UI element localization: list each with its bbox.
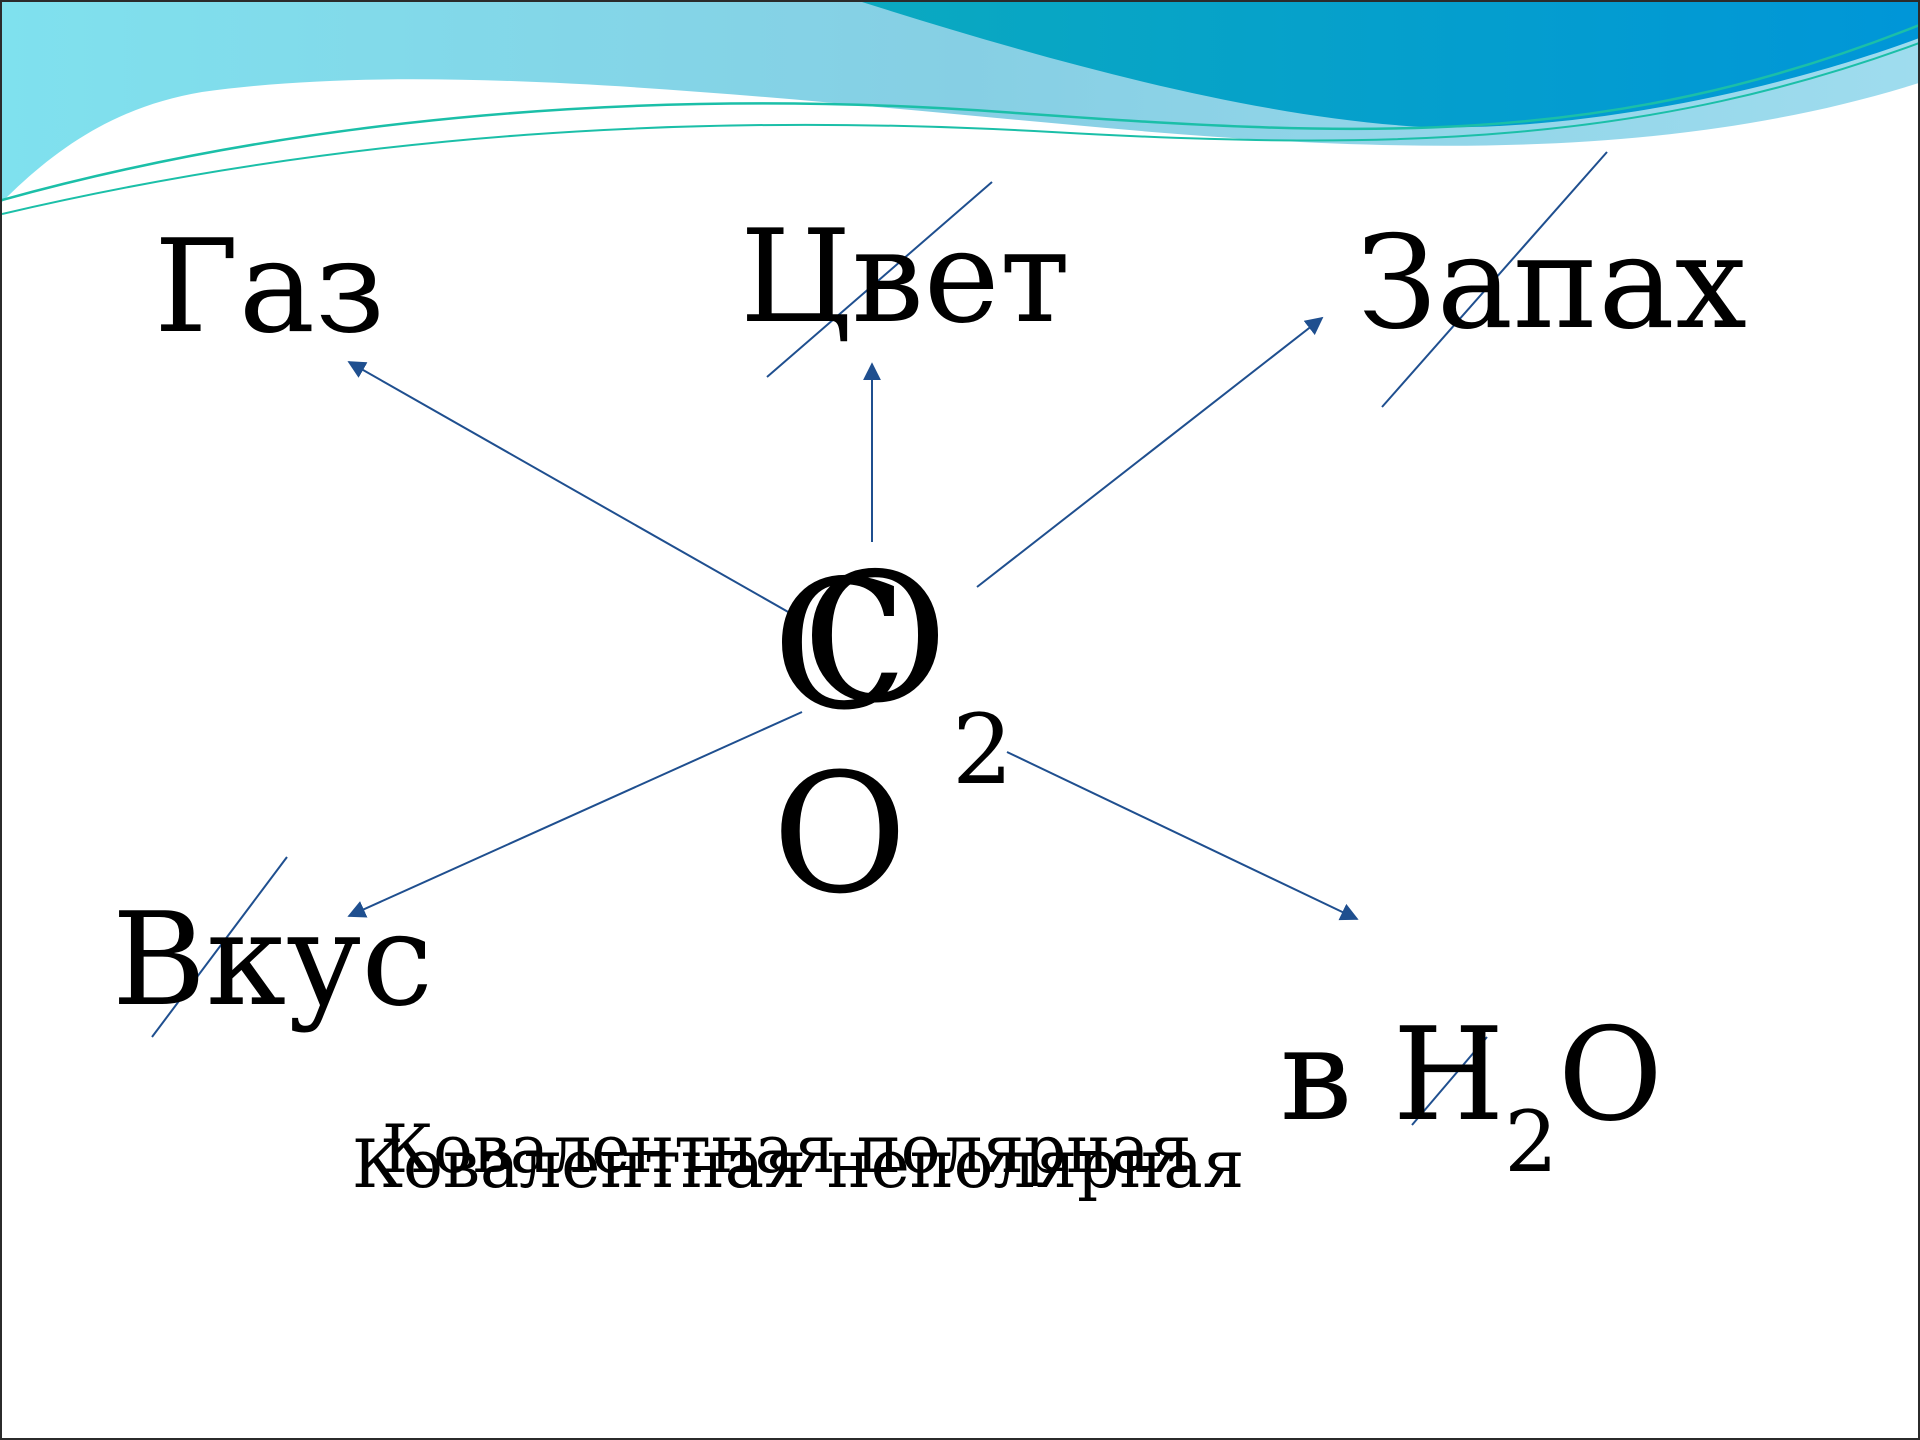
bond-polar-text: Ковалентная полярная — [382, 1111, 1192, 1188]
strike-taste — [151, 856, 288, 1038]
label-color: Цвет — [740, 203, 1071, 352]
center-o2-index: 2 — [952, 694, 1014, 806]
strike-lines — [151, 151, 1608, 1126]
center-overlap-letter: C — [772, 542, 909, 749]
strike-water-h — [1411, 1036, 1488, 1126]
label-smell: Запах — [1357, 209, 1747, 358]
water-index: 2 — [1504, 1093, 1558, 1191]
label-taste: Вкус — [112, 886, 434, 1035]
water-h: H — [1392, 1001, 1505, 1150]
strike-smell — [1381, 151, 1608, 408]
center-o-letter: O — [772, 738, 908, 930]
bond-nonpolar-text: Ковалентная неполярная — [352, 1126, 1245, 1203]
arrows — [347, 316, 1359, 921]
arrow-to-taste — [347, 711, 803, 918]
center-o2-letter: O — [802, 535, 948, 742]
water-prefix: в — [1280, 1001, 1353, 1150]
arrow-to-smell — [976, 316, 1324, 588]
label-gas: Газ — [154, 213, 385, 362]
strike-color — [766, 181, 993, 378]
water-o: O — [1557, 1001, 1663, 1150]
header-wave — [2, 2, 1918, 215]
water-formula: в H2O — [1280, 1012, 1663, 1185]
arrow-to-water — [1006, 751, 1359, 921]
arrow-to-gas — [347, 361, 798, 618]
